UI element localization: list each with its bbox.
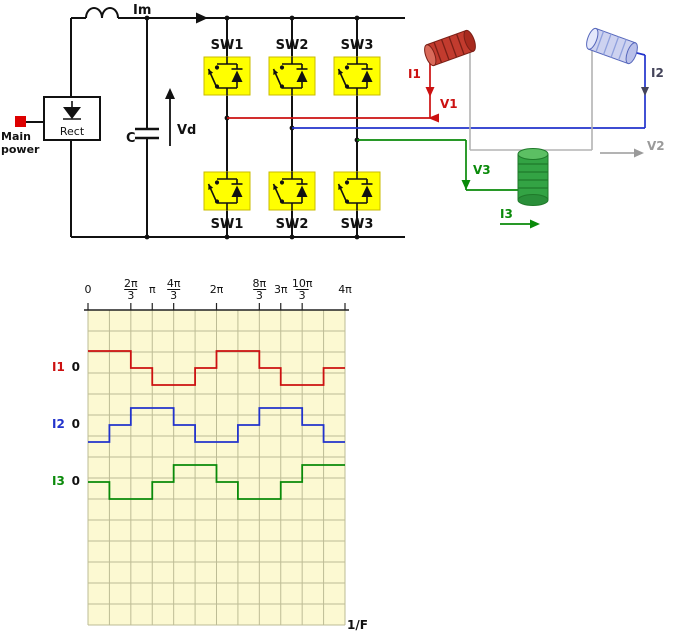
waveform-i2	[88, 407, 345, 443]
phase1-annotations: V1 I1	[408, 67, 458, 123]
v2-annotation: V2	[600, 139, 665, 158]
x-tick-label: 0	[84, 283, 92, 296]
rectifier-block: Rect	[43, 96, 101, 141]
sw1-top-label: SW1	[211, 38, 244, 53]
i3-arrow	[530, 219, 540, 229]
inductor-icon	[85, 7, 119, 19]
x-tick-label: 2π	[209, 283, 224, 296]
v1-arrow	[428, 113, 439, 123]
x-tick-label: 4π	[338, 283, 352, 296]
i2-label: I2	[651, 66, 664, 80]
im-label: Im	[133, 3, 151, 18]
i1-arrow	[425, 87, 435, 97]
rectifier-diode-icon	[63, 107, 81, 119]
main-power-label: Main power	[1, 130, 40, 156]
junction-dots	[144, 15, 360, 240]
x-tick-label: 3π	[273, 283, 288, 296]
phase3-annotations: V3 I3	[461, 163, 540, 229]
main-power-square	[15, 116, 26, 127]
phase3-coil	[517, 148, 549, 206]
inverter-motor-schematic: Im Rect C Vd SW1 SW2	[15, 3, 665, 240]
phase1-coil	[424, 29, 476, 67]
i1-label: I1	[408, 67, 421, 81]
im-current-arrow	[196, 12, 208, 24]
capacitor-label: C	[126, 131, 136, 146]
waveform-i1	[88, 350, 345, 386]
x-axis-unit-label: 1/F	[347, 618, 368, 632]
sw3-bottom-label: SW3	[341, 217, 374, 232]
v2-label: V2	[647, 139, 665, 153]
i3-label: I3	[500, 207, 513, 221]
rect-label: Rect	[60, 125, 85, 138]
sw3-top-label: SW3	[341, 38, 374, 53]
dc-link-capacitor	[135, 127, 159, 140]
waveform-i3	[88, 464, 345, 500]
vd-arrow	[165, 88, 175, 99]
v3-label: V3	[473, 163, 491, 177]
phase2-annotations: I2	[641, 66, 664, 96]
phase2-coil	[586, 27, 638, 65]
phase3-wire	[357, 139, 531, 225]
v3-arrow	[461, 180, 471, 190]
sw1-bottom-label: SW1	[211, 217, 244, 232]
switch-labels: SW1 SW2 SW3 SW1 SW2 SW3	[211, 38, 374, 232]
i2-arrow	[641, 87, 649, 96]
sw2-bottom-label: SW2	[276, 217, 309, 232]
vd-label: Vd	[177, 123, 196, 138]
v1-label: V1	[440, 97, 458, 111]
x-tick-label: π	[148, 283, 156, 296]
v2-arrow	[634, 148, 644, 158]
vd-annotation: Vd	[165, 88, 196, 146]
sw2-top-label: SW2	[276, 38, 309, 53]
star-neutral-wires	[469, 41, 593, 154]
